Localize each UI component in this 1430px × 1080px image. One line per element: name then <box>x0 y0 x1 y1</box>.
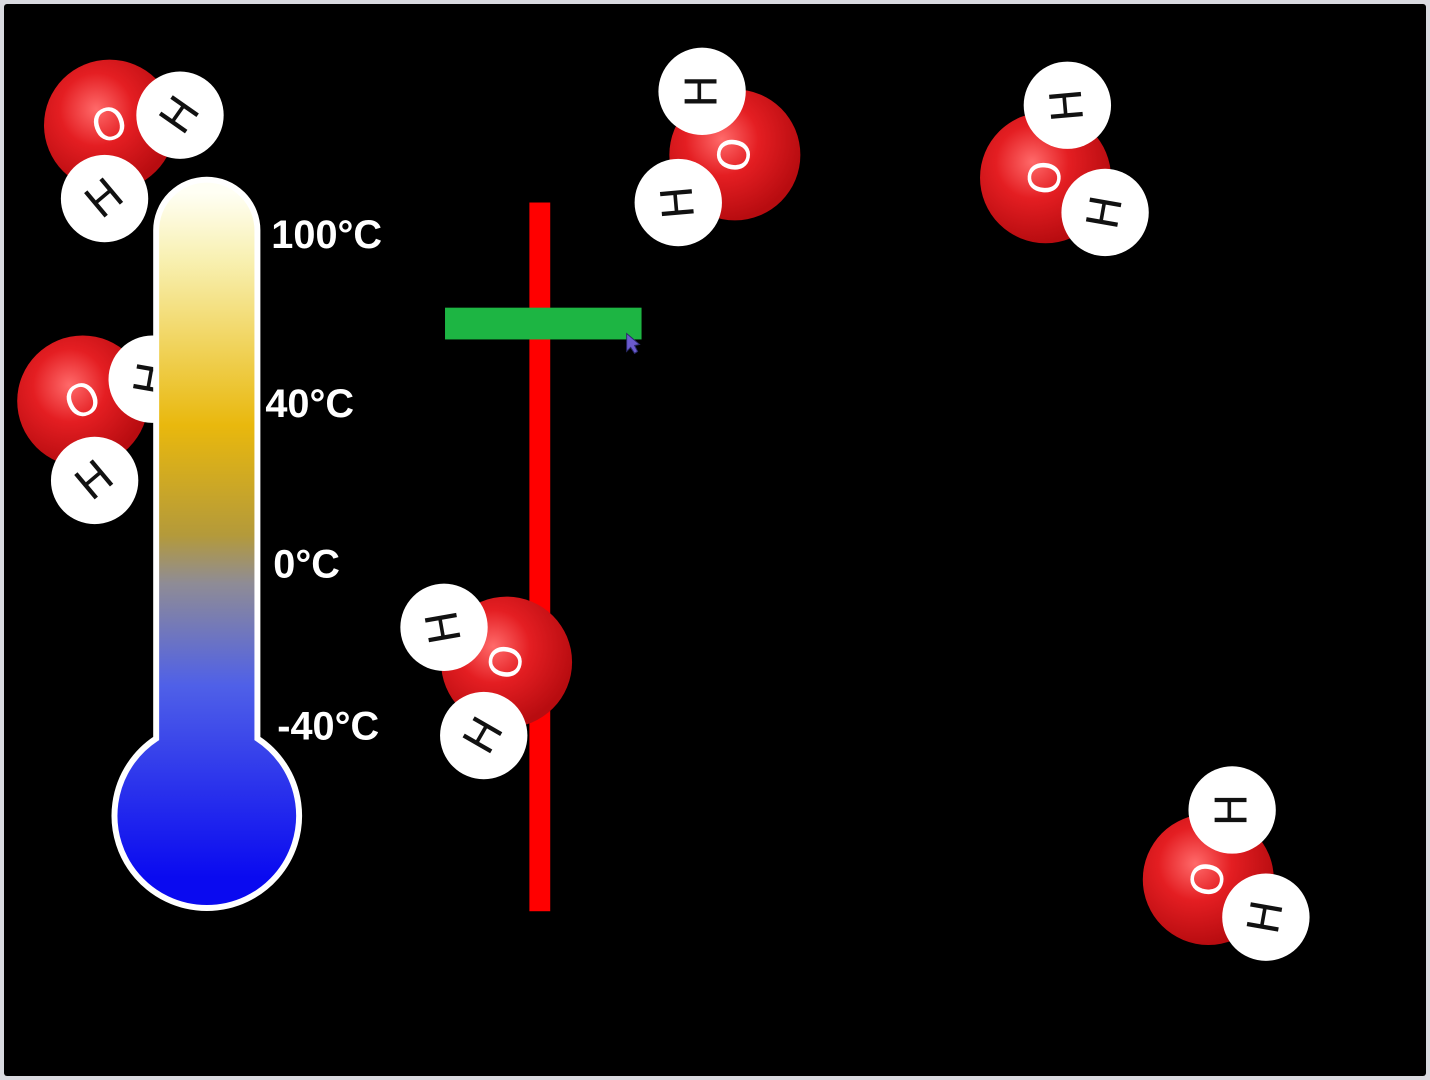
hydrogen-label: H <box>1041 87 1095 124</box>
hydrogen-atom <box>1222 873 1310 961</box>
hydrogen-atom <box>1061 168 1149 257</box>
water-molecule: OHH <box>1142 766 1310 961</box>
temp-label-40: 40°C <box>265 382 354 426</box>
hydrogen-label: H <box>651 184 705 221</box>
hydrogen-atom <box>1188 766 1276 854</box>
hydrogen-atom <box>60 154 149 243</box>
mouse-cursor-icon <box>626 332 641 355</box>
oxygen-label: O <box>1019 158 1073 197</box>
hydrogen-label: H <box>1207 794 1258 827</box>
water-molecule: OHH <box>400 583 573 780</box>
hydrogen-atom <box>634 158 722 247</box>
temp-label-minus-40: -40°C <box>277 705 379 749</box>
hydrogen-atom <box>658 47 746 136</box>
slider-track[interactable] <box>529 202 551 912</box>
oxygen-atom <box>44 59 176 191</box>
temperature-slider[interactable] <box>445 202 642 912</box>
hydrogen-label: H <box>677 75 728 108</box>
thermometer-tube <box>111 176 303 911</box>
temp-label-100: 100°C <box>271 213 382 257</box>
water-molecule: OHH <box>634 47 801 247</box>
water-molecule: OHH <box>980 61 1149 257</box>
hydrogen-atom <box>440 691 528 780</box>
thermometer: 100°C 40°C 0°C -40°C <box>111 176 382 911</box>
molecules-front-layer: OHH <box>400 583 573 780</box>
hydrogen-atom <box>400 583 488 672</box>
hydrogen-atom <box>1023 61 1112 149</box>
hydrogen-atom <box>50 436 139 525</box>
hydrogen-atom <box>136 71 224 159</box>
temp-label-0: 0°C <box>273 543 340 587</box>
slider-handle[interactable] <box>445 307 642 340</box>
